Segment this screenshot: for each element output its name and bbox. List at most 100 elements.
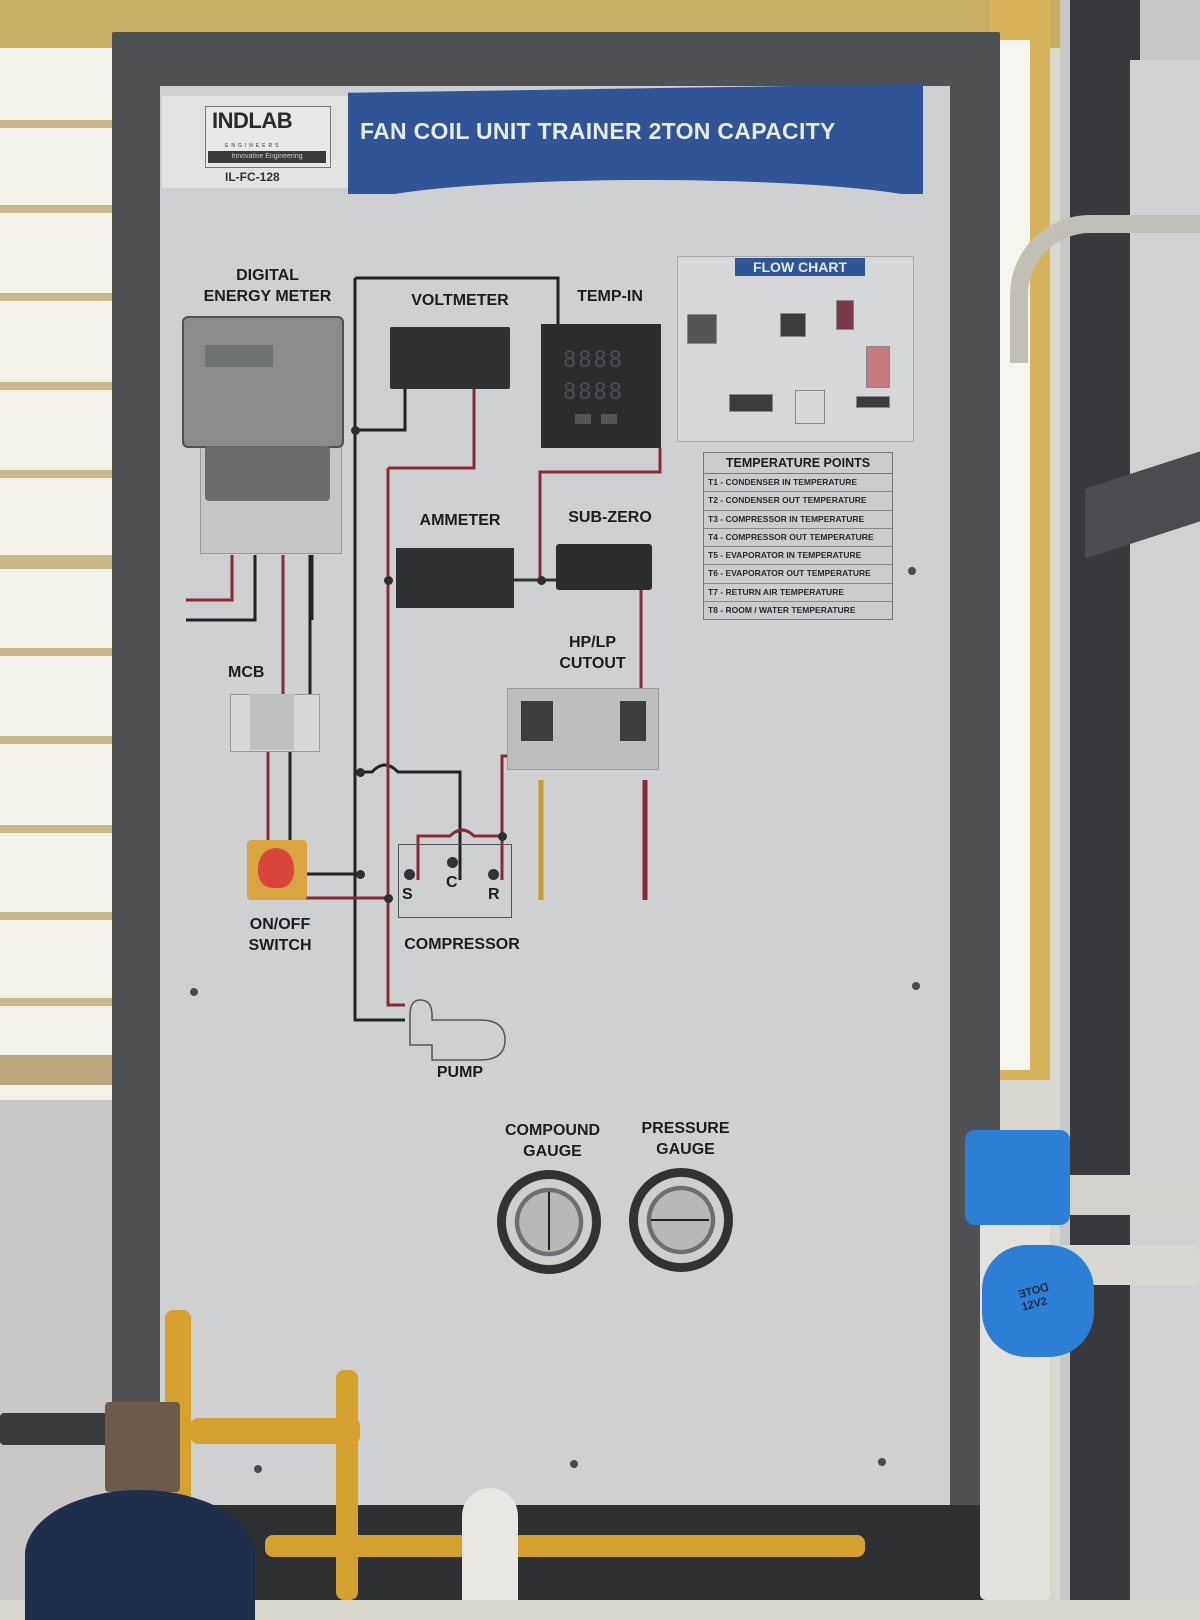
terminal-r-label: R [488,886,500,903]
gauge-needle [548,1192,550,1250]
temperature-points-table: TEMPERATURE POINTS T1 - CONDENSER IN TEM… [703,452,893,621]
wire-junction [537,576,546,585]
temperature-indicator[interactable]: 8888 8888 [541,324,661,448]
table-row: T3 - COMPRESSOR IN TEMPERATURE [704,511,892,529]
sub-zero-label: SUB-ZERO [568,509,652,526]
window-bar [0,470,130,478]
compressor-label: COMPRESSOR [404,936,520,953]
energy-meter-label: DIGITAL ENERGY METER [185,265,350,307]
table-row: T6 - EVAPORATOR OUT TEMPERATURE [704,565,892,584]
brass-fitting [105,1402,180,1492]
flow-capillary-image [866,346,890,388]
screw [912,982,920,990]
mcb-breaker[interactable] [250,694,294,750]
window-bar [0,205,130,213]
temp-display-top: 8888 [563,348,624,373]
water-tank [25,1490,255,1620]
wire-junction [384,576,393,585]
table-row: T5 - EVAPORATOR IN TEMPERATURE [704,547,892,566]
window-bar [0,825,130,833]
window-bar [0,736,130,744]
window-bar [0,382,130,390]
window-bar [0,555,130,569]
flow-receiver-image [836,300,854,330]
label-line: GAUGE [523,1143,582,1160]
digital-energy-meter [182,316,344,448]
table-title: TEMPERATURE POINTS [704,453,892,474]
gauge-needle [651,1219,709,1221]
label-line: GAUGE [656,1141,715,1158]
yellow-pipe [190,1418,360,1444]
hplp-cutout [507,688,659,770]
model-number: IL-FC-128 [225,170,280,184]
terminal-s-label: S [402,886,413,903]
window-bar [0,120,130,128]
table-row: T1 - CONDENSER IN TEMPERATURE [704,474,892,493]
hp-setting-window [521,701,553,741]
hplp-cutout-label: HP/LP CUTOUT [545,632,640,674]
temp-button[interactable] [601,414,617,424]
yellow-pipe [336,1370,358,1600]
compound-gauge [497,1170,601,1274]
flow-fan-coil-image [729,394,773,412]
window-bar [0,998,130,1006]
ammeter-label: AMMETER [419,512,501,529]
energy-meter-display [205,345,273,367]
title-band [348,84,923,194]
screw [570,1460,578,1468]
pressure-gauge [629,1168,733,1272]
wire-junction [351,426,360,435]
table-row: T2 - CONDENSER OUT TEMPERATURE [704,492,892,511]
temp-in-label: TEMP-IN [577,288,643,305]
sub-zero-controller[interactable] [556,544,652,590]
label-line: SWITCH [248,937,312,954]
pump-label: PUMP [436,1064,484,1081]
flow-heat-exchanger-image [856,396,890,408]
table-row: T8 - ROOM / WATER TEMPERATURE [708,605,856,616]
brand-subtitle: ENGINEERS [225,143,282,149]
window-right [1000,40,1030,1070]
white-pipe [462,1488,518,1600]
flow-chart-title: FLOW CHART [735,258,865,276]
compound-gauge-label: COMPOUND GAUGE [490,1120,615,1162]
terminal-c [447,857,458,868]
terminal-c-label: C [446,874,458,891]
energy-meter-terminal [205,446,330,501]
ammeter [396,548,514,608]
temp-button[interactable] [575,414,591,424]
window-bar [0,912,130,920]
label-line: HP/LP [568,634,617,651]
screw [254,1465,262,1473]
switch-label: ON/OFF SWITCH [235,914,325,956]
label-line: DIGITAL [236,267,299,284]
page-title: FAN COIL UNIT TRAINER 2TON CAPACITY [360,118,836,144]
wire-junction [356,768,365,777]
wire-junction [356,870,365,879]
window-bar [0,293,130,301]
screw [190,988,198,996]
screw [878,1458,886,1466]
screw [908,567,916,575]
mcb-label: MCB [228,664,265,681]
window-sill [0,1055,130,1085]
voltmeter-label: VOLTMETER [411,292,509,309]
wire-junction [498,832,507,841]
terminal-s [404,869,415,880]
label-line: ON/OFF [249,916,311,933]
compressor-terminal-box [398,844,512,918]
blue-valve-knob[interactable] [965,1130,1070,1225]
label-line: ENERGY METER [203,288,332,305]
window-bar [0,648,130,656]
valve-label: ƎTOᗡ 12V2 [1017,1281,1054,1314]
label-line: PRESSURE [641,1120,730,1137]
switch-knob[interactable] [258,848,294,888]
yellow-pipe [265,1535,865,1557]
window-left [0,40,130,1100]
flow-tank-image [795,390,825,424]
label-line: CUTOUT [559,655,626,672]
blue-valve-knob[interactable]: ƎTOᗡ 12V2 [982,1245,1094,1357]
brand-logo: INDLAB [212,108,293,133]
black-pipe [0,1413,120,1445]
pressure-gauge-label: PRESSURE GAUGE [628,1118,743,1160]
wire-junction [384,894,393,903]
